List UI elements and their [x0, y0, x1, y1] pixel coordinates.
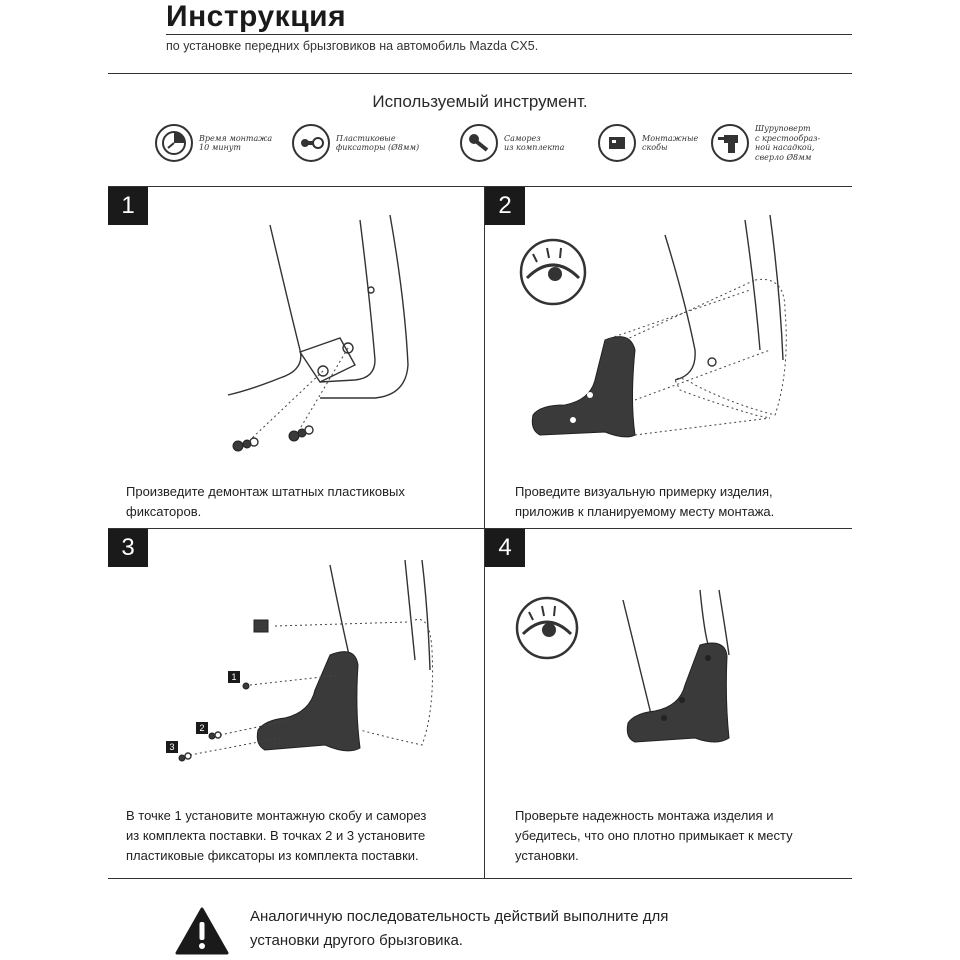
grid-divider-middle — [108, 528, 852, 529]
step-2-caption: Проведите визуальную примерку изделия, п… — [515, 484, 775, 519]
clip-part-3 — [178, 752, 192, 762]
tool-screwdriver: Шуруповерт с крестообраз- ной насадкой, … — [711, 124, 820, 162]
divider-tools — [108, 186, 852, 187]
step-3-point-3: 3 — [166, 741, 178, 753]
tool-time-label: Время монтажа 10 минут — [199, 133, 273, 153]
page-subtitle: по установке передних брызговиков на авт… — [166, 39, 539, 53]
bracket-part — [253, 619, 269, 633]
eye-icon — [519, 238, 587, 306]
bottom-note: Аналогичную последовательность действий … — [250, 908, 669, 949]
warning-icon — [175, 907, 229, 955]
header-rule — [166, 34, 852, 35]
screw-icon — [460, 124, 498, 162]
screw-part — [242, 682, 250, 690]
divider-top — [108, 73, 852, 74]
tool-screw-label: Саморез из комплекта — [504, 133, 565, 153]
removed-clip-right — [288, 425, 314, 442]
tool-clips: Пластиковые фиксаторы (Ø8мм) — [292, 124, 419, 162]
grid-divider-vertical — [484, 186, 485, 878]
clip-icon — [292, 124, 330, 162]
step-3-point-2: 2 — [196, 722, 208, 734]
step-2-illustration — [519, 214, 787, 438]
tool-screwdriver-label: Шуруповерт с крестообраз- ной насадкой, … — [755, 124, 821, 162]
bracket-icon — [598, 124, 636, 162]
step-4-number: 4 — [485, 529, 525, 567]
tool-clips-label: Пластиковые фиксаторы (Ø8мм) — [336, 133, 420, 153]
step-2-number: 2 — [485, 187, 525, 225]
clock-icon — [155, 124, 193, 162]
tool-brackets: Монтажные скобы — [598, 124, 698, 162]
grid-divider-bottom — [108, 878, 852, 879]
removed-clip-left — [232, 437, 259, 452]
step-4-caption: Проверьте надежность монтажа изделия и у… — [515, 808, 793, 863]
step-3-number: 3 — [108, 529, 148, 567]
step-3-point-1: 1 — [228, 671, 240, 683]
step-3-caption: В точке 1 установите монтажную скобу и с… — [126, 808, 427, 863]
step-1-illustration — [227, 214, 409, 452]
step-3-illustration — [178, 560, 434, 762]
step-4-illustration — [515, 589, 730, 743]
step-1-caption: Произведите демонтаж штатных пластиковых… — [126, 484, 405, 519]
page-title: Инструкция — [166, 0, 347, 33]
screwdriver-icon — [711, 124, 749, 162]
clip-part-2 — [208, 731, 222, 740]
tool-time: Время монтажа 10 минут — [155, 124, 272, 162]
tool-brackets-label: Монтажные скобы — [642, 133, 699, 153]
tools-heading: Используемый инструмент. — [372, 92, 588, 111]
tool-screw: Саморез из комплекта — [460, 124, 564, 162]
eye-icon — [515, 596, 579, 660]
step-1-number: 1 — [108, 187, 148, 225]
